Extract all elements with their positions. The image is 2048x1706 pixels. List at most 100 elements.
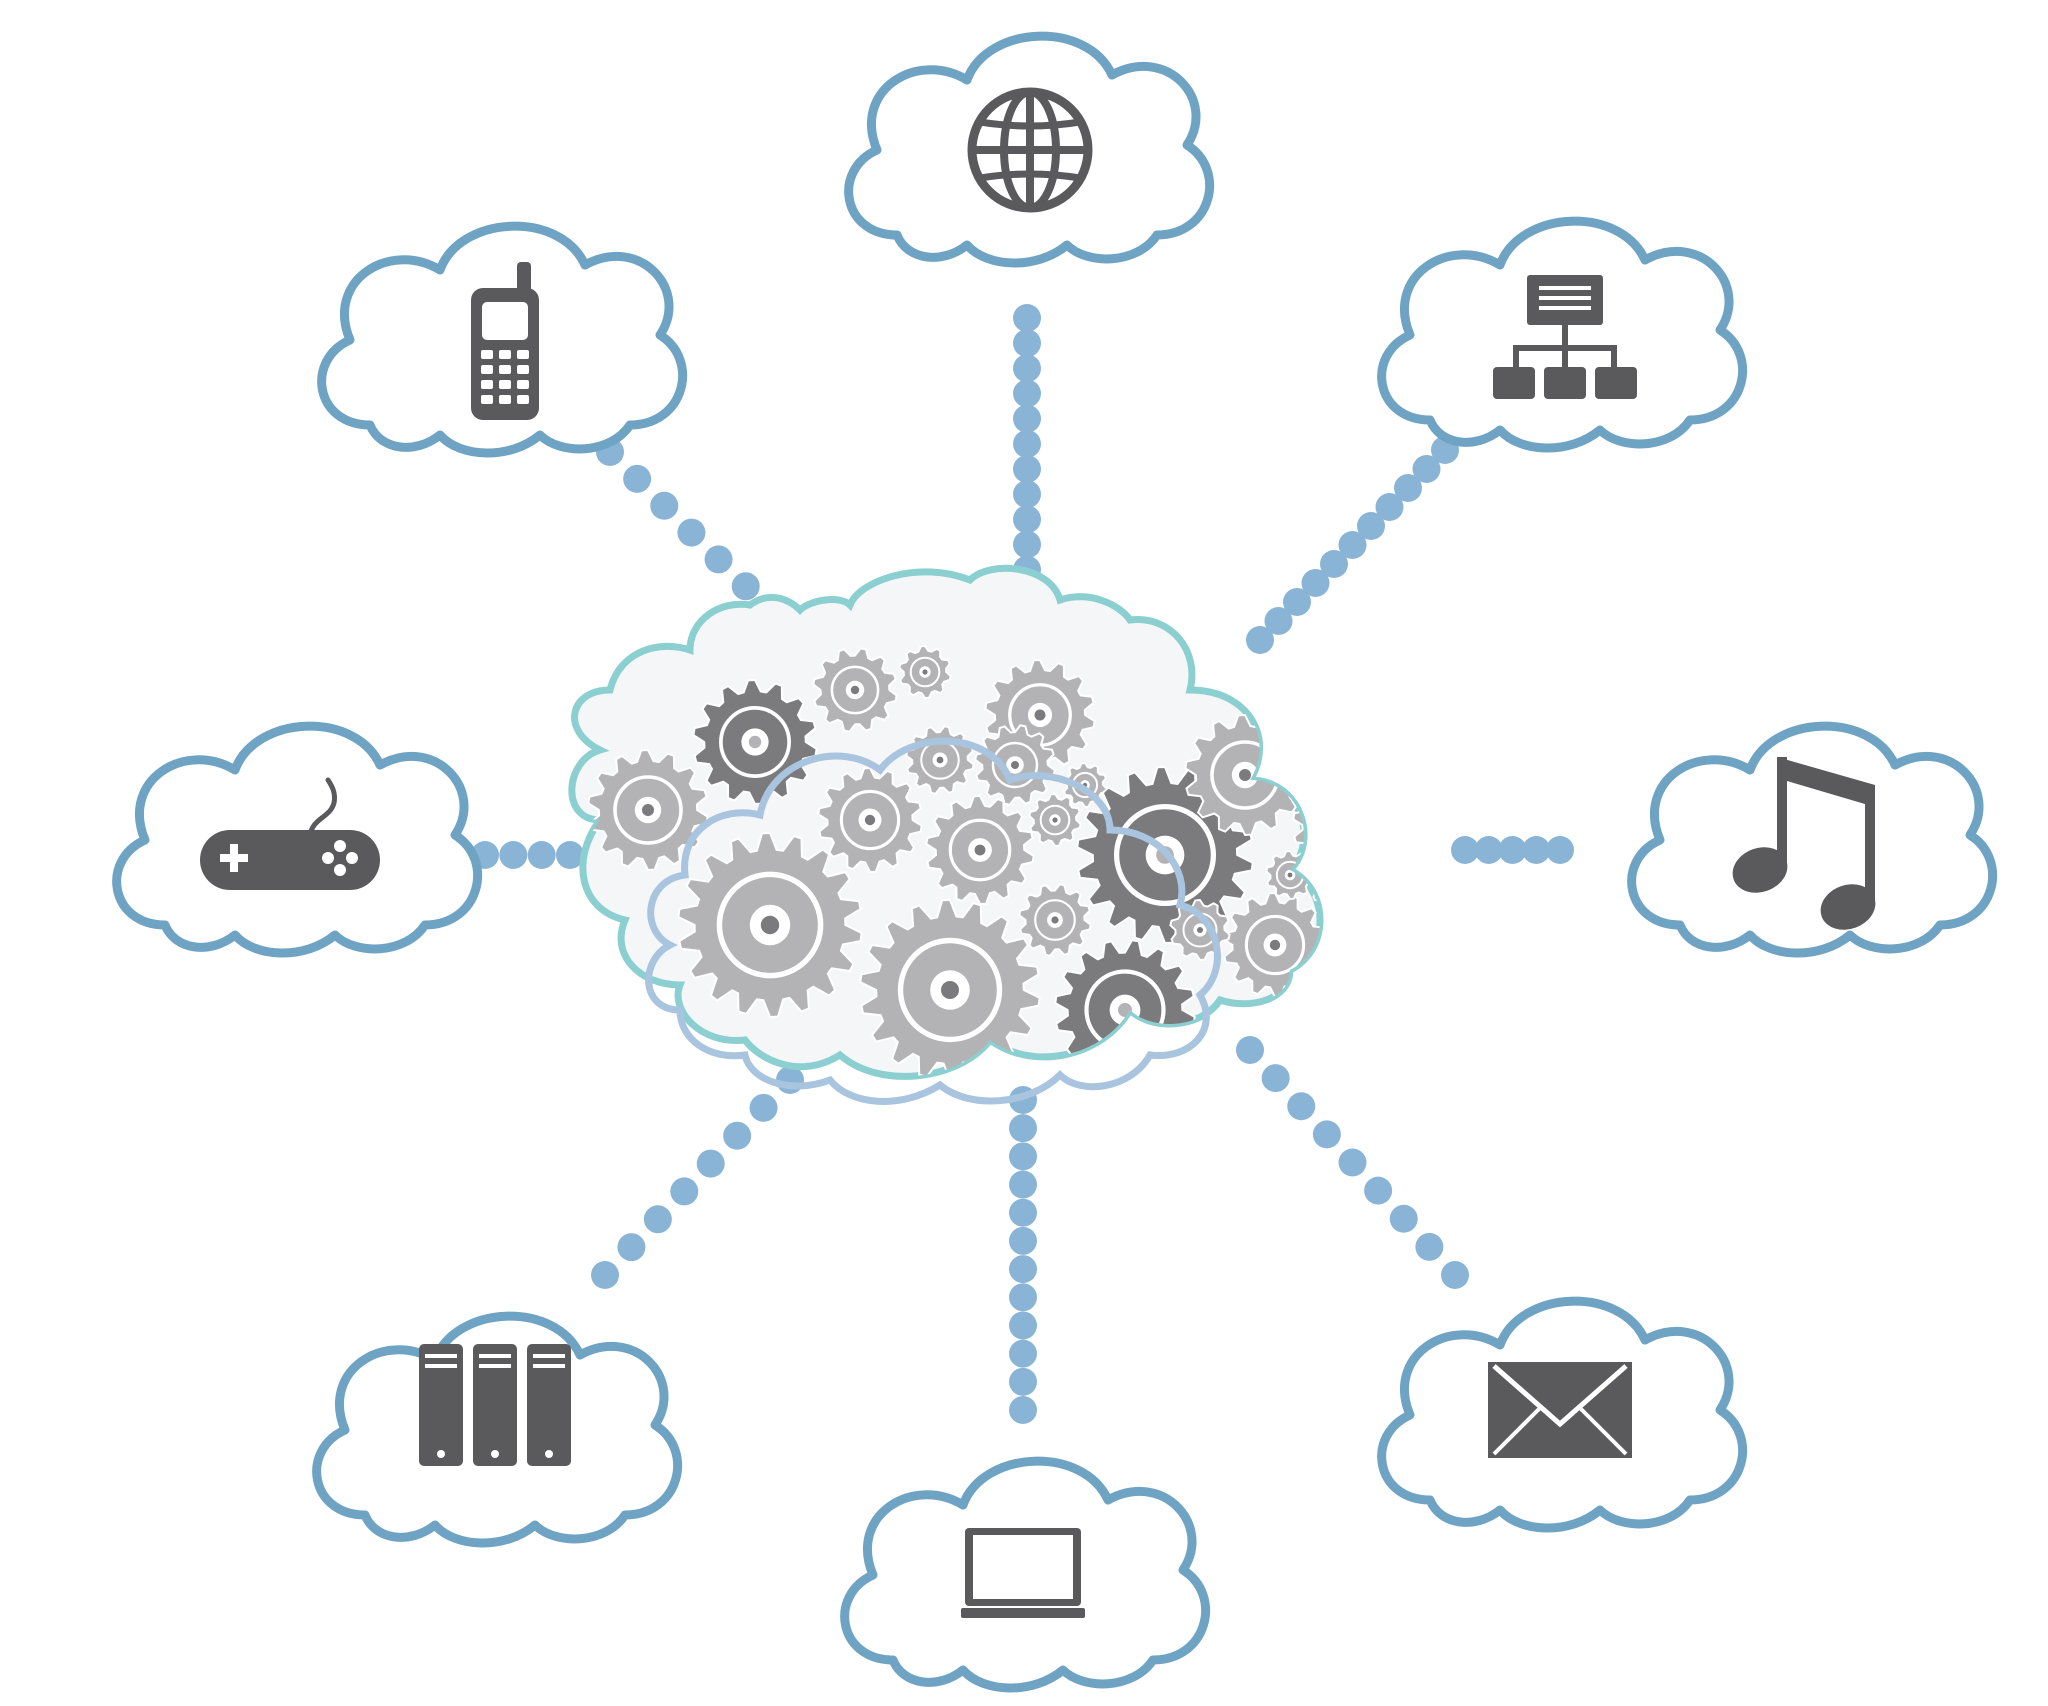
connector-dot (1287, 1092, 1316, 1121)
satellite-music (1627, 721, 1998, 958)
gear-icon (859, 898, 1041, 1077)
connector-dot (670, 1177, 699, 1206)
connector-dot (527, 841, 556, 869)
satellite-mobile-phone (317, 221, 688, 458)
satellite-laptop (840, 1456, 1211, 1693)
connector-dot (617, 1233, 646, 1262)
gear-icon (1292, 771, 1320, 879)
connector-dot (1301, 569, 1330, 597)
connector-servers (591, 1066, 804, 1289)
connector-dot (591, 1261, 619, 1289)
gear-icon (905, 725, 975, 795)
connector-dot (1451, 836, 1479, 864)
connector-dot (1013, 530, 1041, 559)
connector-dot (723, 1121, 752, 1150)
connector-dot (749, 1093, 778, 1122)
connector-dot (1009, 1170, 1037, 1199)
connector-dot (1009, 1339, 1037, 1368)
connector-dot (1364, 1176, 1393, 1205)
connector-dot (1009, 1226, 1037, 1255)
connector-dot (1009, 1396, 1037, 1424)
globe-icon (967, 87, 1093, 213)
connector-dot (1009, 1367, 1037, 1396)
connector-dot (623, 464, 652, 493)
connector-dot (1357, 512, 1385, 540)
music-note-icon (1732, 757, 1876, 930)
connector-dot (1013, 505, 1041, 534)
connector-dot (1415, 1232, 1444, 1261)
connector-dot (1522, 836, 1551, 864)
satellite-clouds (112, 31, 1998, 1693)
connector-dot (1338, 531, 1367, 559)
gear-icon (1360, 875, 1459, 975)
connector-dot (1312, 1120, 1341, 1149)
gear-icon (1018, 883, 1092, 957)
connector-lines (471, 304, 1574, 1424)
connector-globe (1013, 304, 1041, 634)
laptop-icon (961, 1528, 1085, 1618)
connector-dot (1009, 1142, 1037, 1171)
connector-dot (677, 518, 706, 547)
connector-dot (1236, 1036, 1264, 1064)
connector-dot (1013, 354, 1041, 383)
connector-dot (1546, 836, 1574, 864)
connector-dot (1246, 626, 1274, 654)
connector-dot (1013, 404, 1041, 433)
server-rack-icon (419, 1344, 571, 1466)
connector-dot (643, 1205, 672, 1234)
satellite-globe (844, 31, 1215, 268)
mobile-phone-icon (471, 262, 539, 420)
connector-gamepad (471, 841, 584, 869)
connector-dot (499, 841, 528, 869)
connector-dot (1013, 455, 1041, 483)
connector-dot (1009, 1311, 1037, 1340)
connector-dot (1013, 480, 1041, 509)
connector-dot (1474, 836, 1503, 864)
connector-dot (1009, 1255, 1037, 1284)
gear-icon (812, 647, 898, 733)
gear-icon (898, 644, 952, 700)
connector-dot (1009, 1198, 1037, 1227)
connector-dot (1394, 474, 1422, 502)
connector-dot (1338, 1148, 1367, 1177)
envelope-icon (1488, 1362, 1632, 1458)
gear-icon (817, 766, 923, 874)
satellite-network (1377, 216, 1748, 453)
connector-dot (1375, 493, 1404, 521)
connector-dot (1264, 607, 1293, 635)
connector-dot (1412, 455, 1441, 483)
connector-music (1451, 836, 1574, 864)
connector-dot (1261, 1064, 1290, 1093)
gear-icon (925, 794, 1035, 906)
connector-dot (1013, 329, 1041, 358)
connector-dot (1441, 1261, 1469, 1289)
connector-dot (704, 545, 733, 574)
hub-cloud (568, 564, 1459, 1105)
connector-dot (1498, 836, 1527, 864)
connector-dot (731, 572, 760, 601)
connector-dot (556, 841, 584, 869)
connector-dot (1013, 429, 1041, 458)
gamepad-icon (200, 777, 380, 890)
connector-mail (1236, 1036, 1469, 1289)
hub-cloud-outline-inner (645, 737, 1221, 1105)
gears-icon (587, 644, 1459, 1077)
connector-dot (1009, 1283, 1037, 1312)
connector-dot (1389, 1204, 1418, 1233)
connector-network (1246, 436, 1459, 654)
network-hierarchy-icon (1493, 275, 1637, 399)
connector-dot (650, 491, 679, 520)
connector-dot (1013, 379, 1041, 408)
gear-icon (587, 748, 709, 872)
gear-icon (677, 831, 863, 1019)
gear-icon (1028, 792, 1082, 848)
connector-dot (1283, 588, 1311, 616)
satellite-mail (1377, 1296, 1748, 1533)
gear-icon (974, 724, 1056, 806)
connector-dot (1013, 304, 1041, 332)
connector-laptop (1009, 1086, 1037, 1424)
connector-dot (696, 1149, 725, 1178)
satellite-servers (312, 1311, 683, 1548)
connector-dot (1320, 550, 1348, 578)
